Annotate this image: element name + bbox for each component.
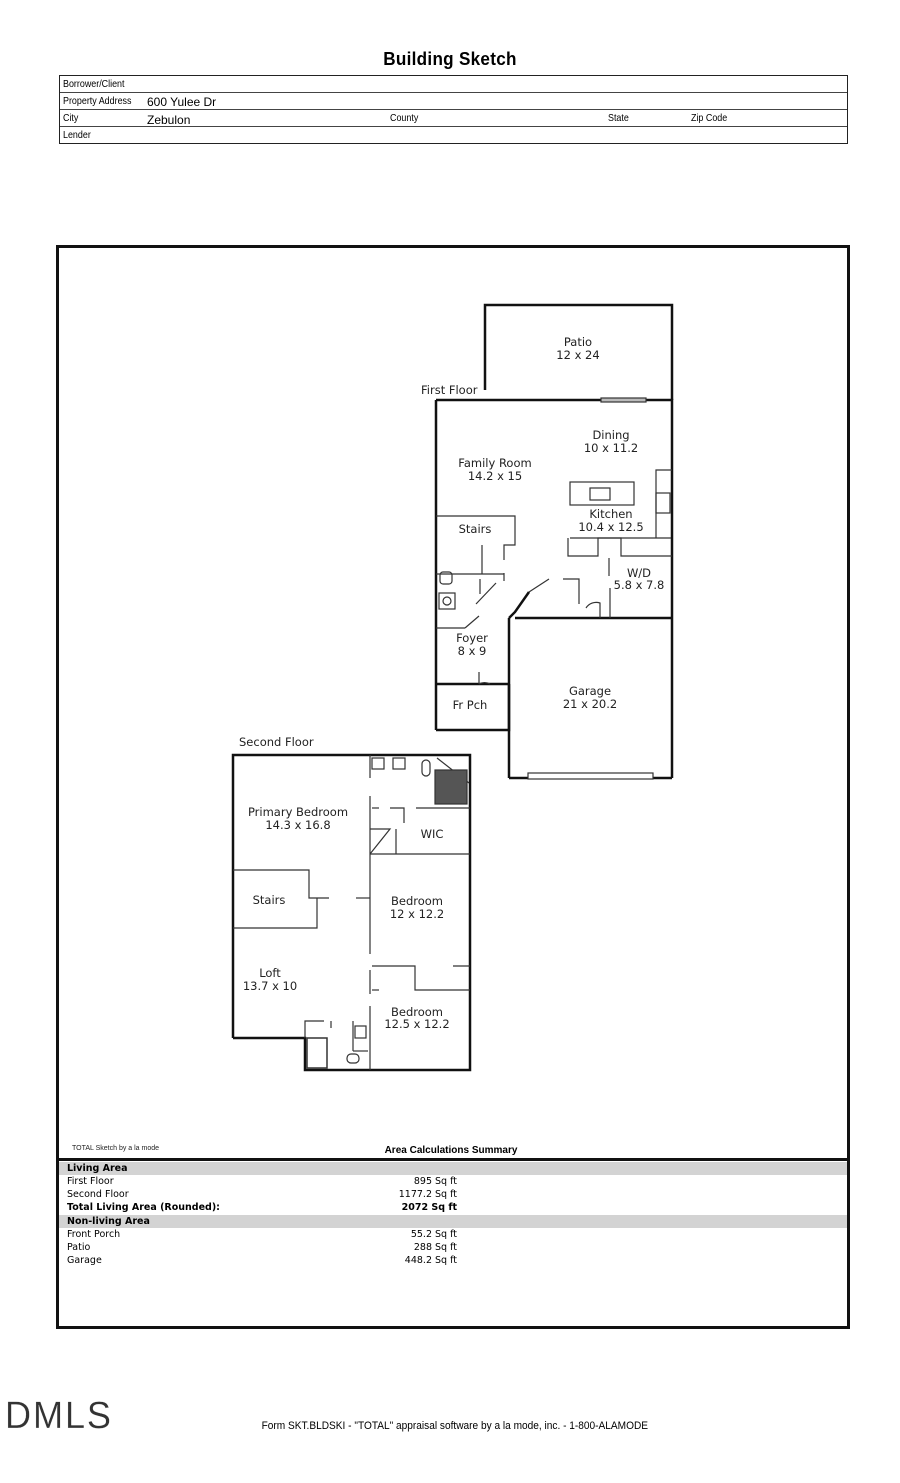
loft-dims: 13.7 x 10 — [243, 979, 297, 993]
summary-title: Area Calculations Summary — [384, 1145, 518, 1156]
dmls-watermark-logo: DMLS — [5, 1395, 113, 1437]
row-value: 288 Sq ft — [413, 1242, 457, 1253]
summary-row: Patio 288 Sq ft — [59, 1241, 847, 1254]
kitchen-name: Kitchen — [589, 507, 632, 521]
city-row: City Zebulon County State Zip Code — [60, 110, 847, 127]
bedroom-2-dims: 12.5 x 12.2 — [384, 1017, 449, 1031]
summary-row: First Floor 895 Sq ft — [59, 1175, 847, 1188]
row-label: Garage — [67, 1255, 102, 1266]
non-living-area-header: Non-living Area — [59, 1215, 847, 1228]
sketch-credit: TOTAL Sketch by a la mode — [72, 1145, 160, 1152]
summary-row: Garage 448.2 Sq ft — [59, 1254, 847, 1267]
lender-label: Lender — [63, 129, 91, 141]
city-value: Zebulon — [147, 113, 191, 127]
primary-bedroom-dims: 14.3 x 16.8 — [265, 818, 330, 832]
front-porch-name: Fr Pch — [453, 698, 488, 712]
summary-row: Front Porch 55.2 Sq ft — [59, 1228, 847, 1241]
kitchen-dims: 10.4 x 12.5 — [578, 520, 643, 534]
address-value: 600 Yulee Dr — [147, 95, 217, 109]
address-row: Property Address 600 Yulee Dr — [60, 93, 847, 110]
patio-name: Patio — [564, 335, 592, 349]
stairs-first-name: Stairs — [459, 522, 492, 536]
foyer-dims: 8 x 9 — [458, 644, 487, 658]
lender-row: Lender — [60, 127, 847, 143]
patio-dims: 12 x 24 — [556, 348, 599, 362]
second-floor-label: Second Floor — [239, 735, 314, 749]
foyer-name: Foyer — [456, 631, 488, 645]
summary-row: Second Floor 1177.2 Sq ft — [59, 1188, 847, 1201]
city-label: City — [63, 112, 79, 124]
sketch-frame: First Floor Patio 12 x 24 Dining 10 x 11… — [56, 245, 850, 1329]
state-label: State — [608, 112, 629, 124]
total-label: Total Living Area (Rounded): — [67, 1202, 220, 1213]
wd-name: W/D — [627, 566, 651, 580]
living-area-header: Living Area — [59, 1162, 847, 1175]
row-label: Front Porch — [67, 1229, 121, 1240]
garage-name: Garage — [569, 684, 611, 698]
first-floor-interior — [436, 397, 672, 780]
dining-name: Dining — [592, 428, 629, 442]
total-value: 2072 Sq ft — [401, 1202, 457, 1213]
first-floor-label: First Floor — [421, 383, 478, 397]
garage-dims: 21 x 20.2 — [563, 697, 617, 711]
form-footer: Form SKT.BLDSKI - "TOTAL" appraisal soft… — [261, 1420, 649, 1432]
row-label: First Floor — [67, 1176, 114, 1187]
zip-label: Zip Code — [691, 112, 728, 124]
wd-dims: 5.8 x 7.8 — [614, 578, 665, 592]
area-summary: Living Area First Floor 895 Sq ft Second… — [59, 1158, 847, 1329]
family-room-dims: 14.2 x 15 — [468, 469, 522, 483]
row-value: 55.2 Sq ft — [410, 1229, 457, 1240]
total-row: Total Living Area (Rounded): 2072 Sq ft — [59, 1201, 847, 1214]
family-room-name: Family Room — [458, 456, 531, 470]
bedroom-1-dims: 12 x 12.2 — [390, 907, 444, 921]
borrower-row: Borrower/Client — [60, 76, 847, 93]
page-title: Building Sketch — [383, 49, 517, 69]
room-labels: First Floor Patio 12 x 24 Dining 10 x 11… — [239, 335, 664, 1031]
row-label: Second Floor — [67, 1189, 129, 1200]
dining-dims: 10 x 11.2 — [584, 441, 638, 455]
bedroom-2-name: Bedroom — [391, 1005, 443, 1019]
stairs-second-name: Stairs — [253, 893, 286, 907]
row-value: 895 Sq ft — [413, 1176, 457, 1187]
county-label: County — [390, 112, 419, 124]
property-info-table: Borrower/Client Property Address 600 Yul… — [59, 75, 848, 144]
row-value: 1177.2 Sq ft — [398, 1189, 457, 1200]
living-area-label: Living Area — [67, 1163, 128, 1174]
row-label: Patio — [67, 1242, 91, 1253]
second-floor-interior — [233, 755, 470, 1070]
bedroom-1-name: Bedroom — [391, 894, 443, 908]
row-value: 448.2 Sq ft — [404, 1255, 457, 1266]
wic-name: WIC — [421, 827, 444, 841]
address-label: Property Address — [63, 95, 132, 107]
borrower-label: Borrower/Client — [63, 78, 125, 90]
non-living-area-label: Non-living Area — [67, 1216, 150, 1227]
loft-name: Loft — [259, 966, 281, 980]
primary-bedroom-name: Primary Bedroom — [248, 805, 348, 819]
floor-plan: First Floor Patio 12 x 24 Dining 10 x 11… — [231, 303, 674, 1072]
